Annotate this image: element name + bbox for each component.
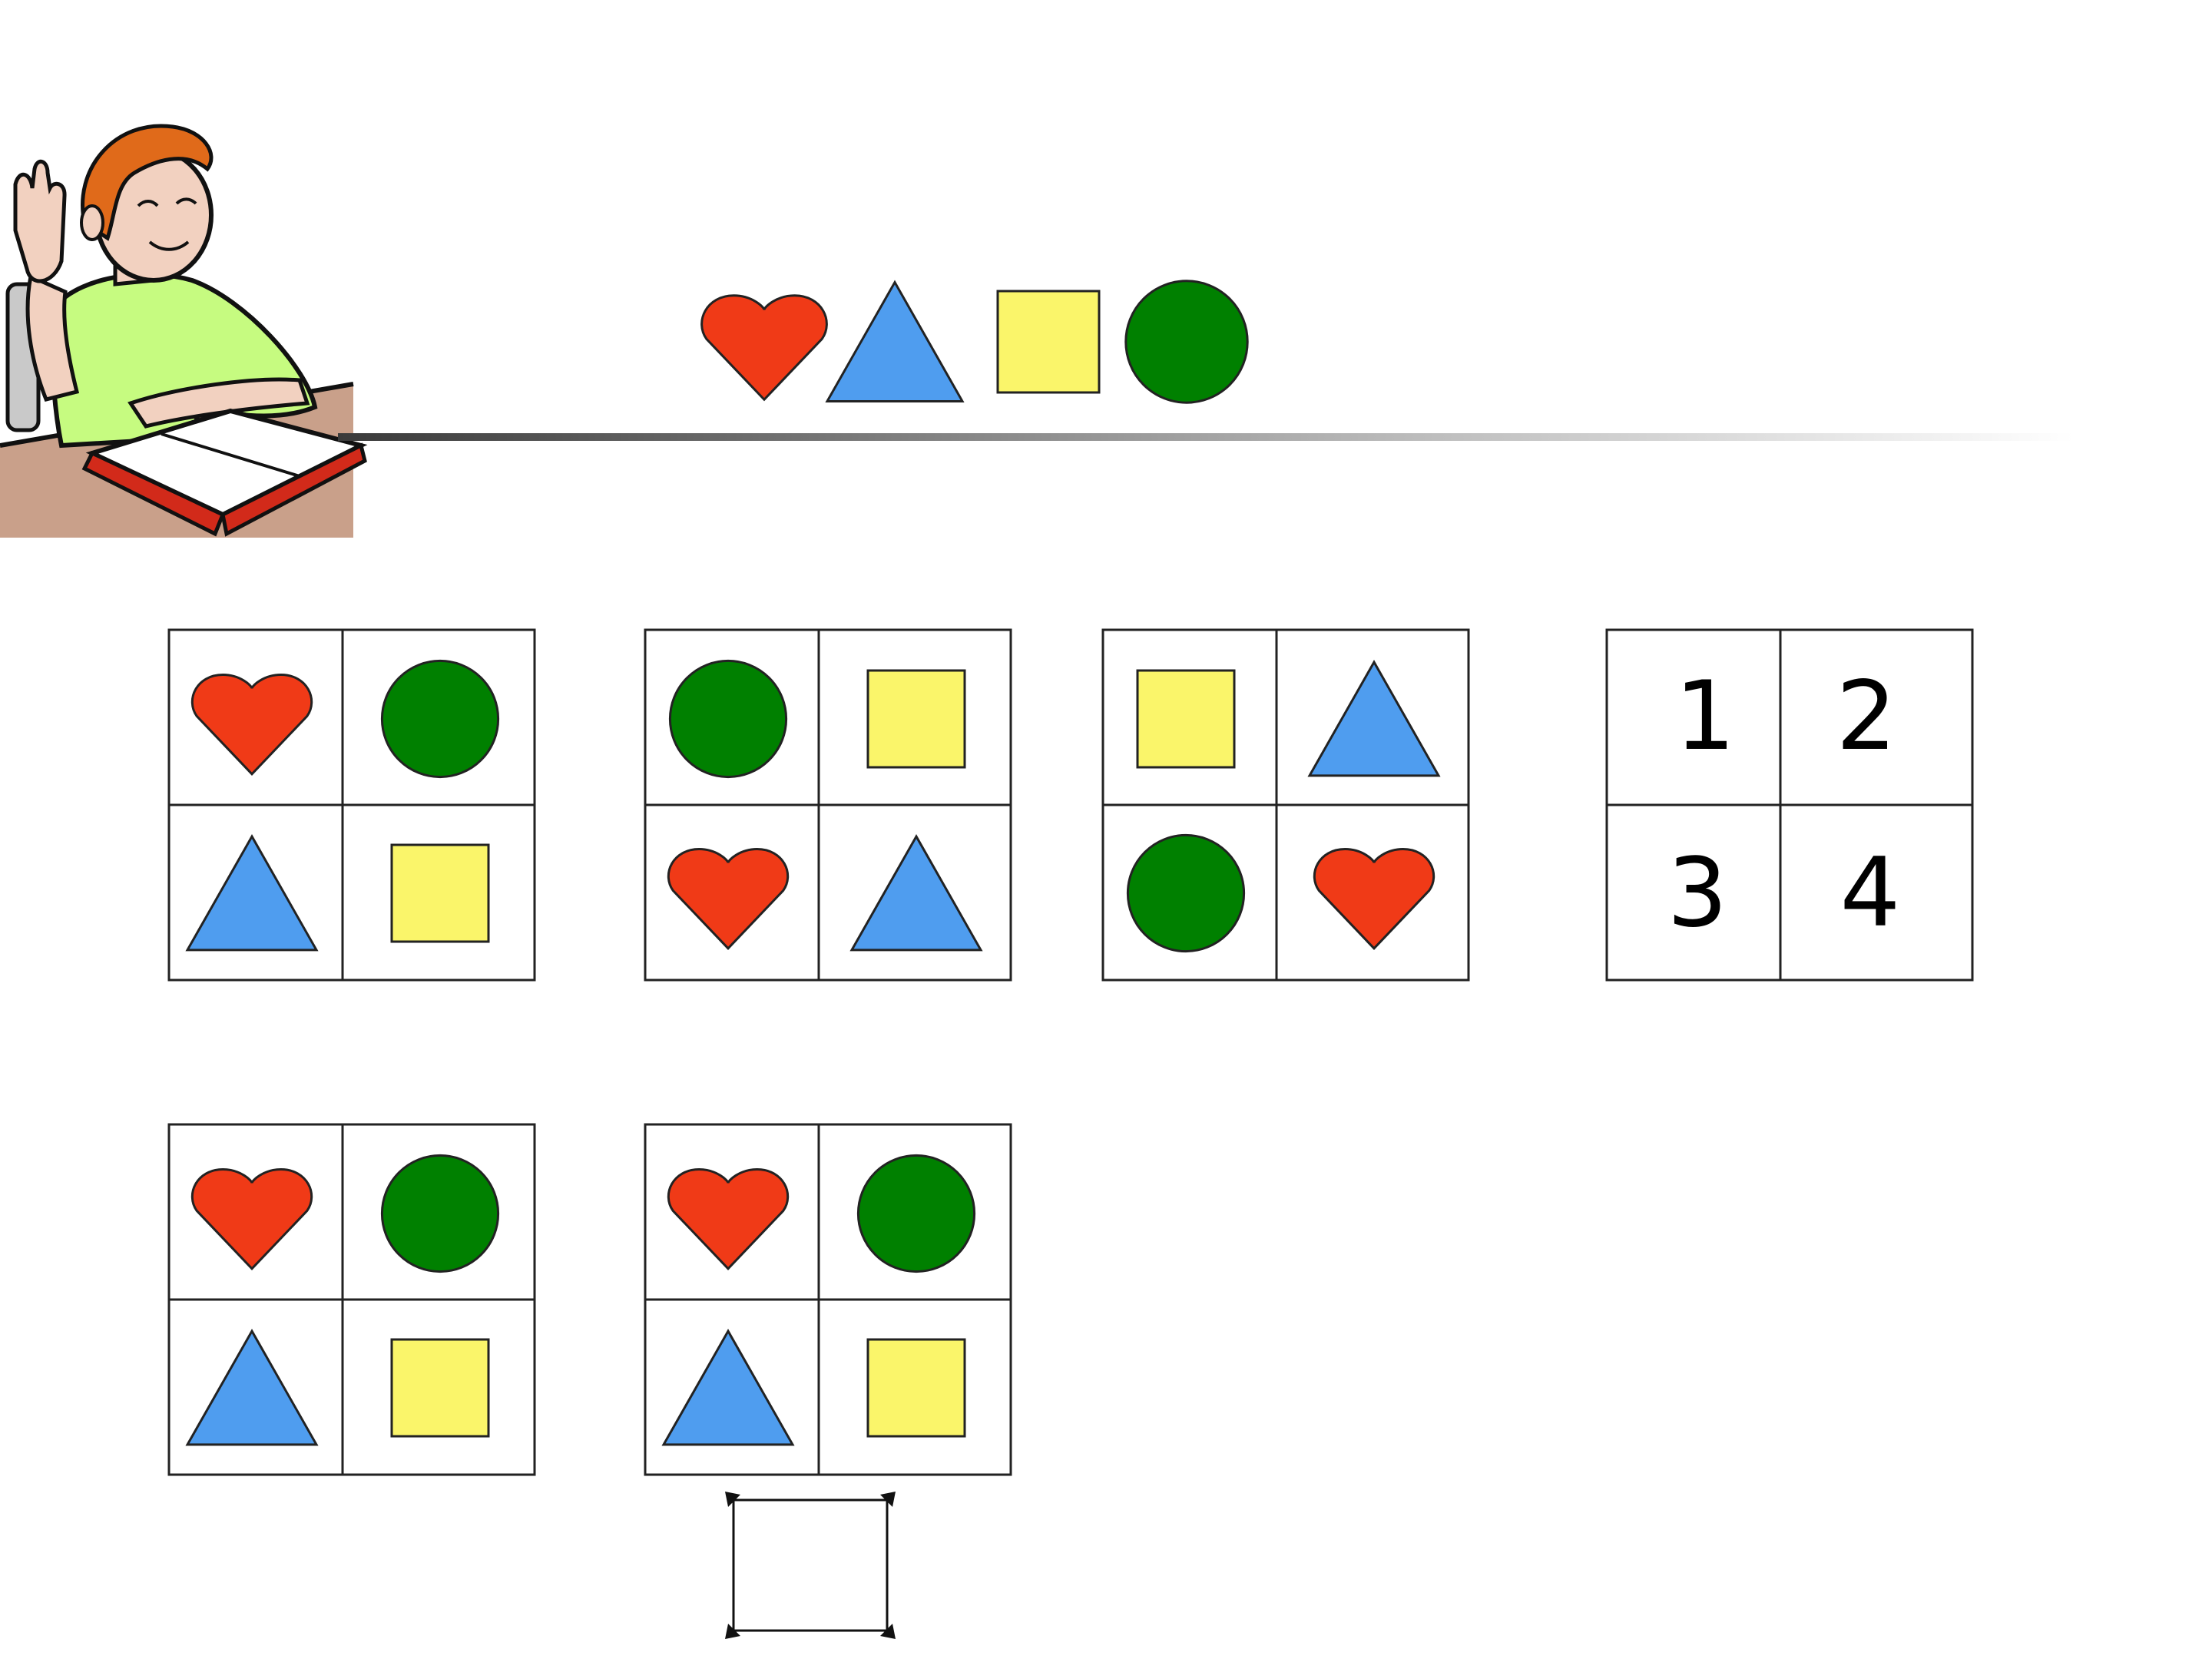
- divider-line: [338, 433, 2074, 441]
- heart-icon: [190, 674, 313, 776]
- square-icon: [996, 290, 1101, 394]
- square-icon: [390, 843, 490, 943]
- square-icon: [390, 1338, 490, 1438]
- heart-icon: [700, 294, 828, 402]
- circle-icon: [856, 1154, 976, 1273]
- triangle-icon: [849, 834, 983, 952]
- heart-icon: [1313, 848, 1435, 950]
- number-cell-1: 1: [1674, 661, 1736, 772]
- empty-answer-frame-icon[interactable]: [722, 1488, 899, 1642]
- heart-icon: [667, 848, 790, 950]
- triangle-icon: [825, 280, 965, 402]
- circle-icon: [1126, 833, 1246, 953]
- numbers-grid-lines: [1605, 628, 1974, 982]
- shape-grid-4: [167, 1123, 536, 1476]
- square-icon: [866, 669, 966, 769]
- number-cell-4: 4: [1839, 838, 1901, 949]
- boy-raising-hand-icon: [0, 124, 368, 538]
- circle-icon: [668, 659, 788, 779]
- circle-icon: [380, 659, 500, 779]
- triangle-icon: [185, 834, 319, 952]
- number-cell-3: 3: [1667, 838, 1728, 949]
- triangle-icon: [661, 1329, 795, 1446]
- legend-shapes: [700, 280, 1249, 404]
- square-icon: [866, 1338, 966, 1438]
- grid-drawing: [644, 1123, 1012, 1476]
- grid-drawing: [1101, 628, 1470, 982]
- heart-icon: [667, 1168, 790, 1270]
- heart-icon: [190, 1168, 313, 1270]
- grid-drawing: [167, 1123, 536, 1476]
- circle-icon: [1124, 280, 1249, 404]
- grid-drawing: [644, 628, 1012, 982]
- square-icon: [1136, 669, 1236, 769]
- number-cell-2: 2: [1836, 661, 1897, 772]
- shape-grid-1: [167, 628, 536, 982]
- numbers-grid: 1 2 3 4: [1605, 628, 1974, 982]
- triangle-icon: [1307, 660, 1441, 777]
- shape-grid-2: [644, 628, 1012, 982]
- triangle-icon: [185, 1329, 319, 1446]
- shape-grid-3: [1101, 628, 1470, 982]
- shape-grid-5: [644, 1123, 1012, 1476]
- grid-drawing: [167, 628, 536, 982]
- circle-icon: [380, 1154, 500, 1273]
